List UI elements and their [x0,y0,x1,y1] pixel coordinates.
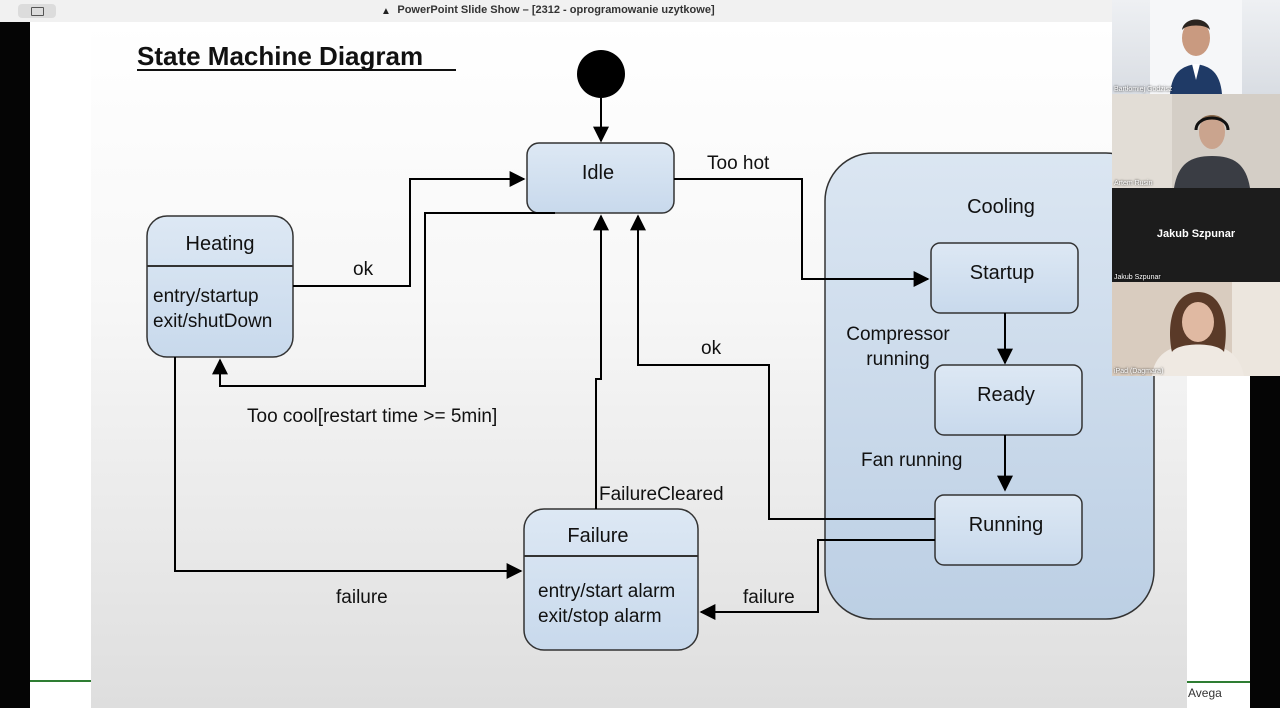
window-title: PowerPoint Slide Show – [2312 - oprogram… [397,4,715,16]
idle-label: Idle [582,162,614,184]
label-ok-cooling: ok [701,338,722,359]
footer-line [30,680,91,682]
arrow-failure-to-idle [593,214,609,509]
label-compressor-running: running [866,349,929,370]
brand-logo-text: Avega [1188,686,1222,700]
startup-state: Startup [930,242,1079,314]
participant-name: iPad (Dagmara) [1114,368,1164,375]
ready-label: Ready [977,384,1035,406]
footer-line [1187,681,1250,683]
participant-video-1[interactable]: Bartłomiej Godzisz [1112,0,1280,94]
failure-label: Failure [567,525,628,547]
running-state: Running [934,494,1083,566]
window-menu-button[interactable] [18,4,56,18]
cooling-label: Cooling [967,196,1035,218]
right-letterbox [1250,376,1280,708]
participant-avatar-icon [1150,0,1242,94]
left-letterbox [0,22,30,708]
participant-avatar-icon [1112,282,1280,376]
label-ok-heating: ok [353,259,374,280]
slide-left-margin [30,22,91,708]
arrow-running-to-failure [699,539,935,620]
mouse-cursor-icon: ▲ [381,6,391,17]
window-icon [31,7,44,16]
participant-video-4[interactable]: iPad (Dagmara) [1112,282,1280,376]
participant-avatar-icon [1112,94,1280,188]
label-too-hot: Too hot [707,153,770,174]
participant-center-name: Jakub Szpunar [1156,228,1236,240]
ready-state: Ready [934,364,1083,436]
label-too-cool: Too cool[restart time >= 5min] [247,406,497,427]
heating-label: Heating [186,233,255,255]
slide-title: State Machine Diagram [137,41,423,71]
participant-name: Jakub Szpunar [1114,274,1161,281]
label-failure-cleared: FailureCleared [599,484,724,505]
label-failure-left: failure [336,587,388,608]
participant-name: Bartłomiej Godzisz [1114,86,1173,93]
participant-video-3[interactable]: Jakub Szpunar Jakub Szpunar [1112,188,1280,282]
participant-video-2[interactable]: Artem Rusin [1112,94,1280,188]
running-label: Running [969,514,1044,536]
initial-state [577,50,625,98]
label-failure-right: failure [743,587,795,608]
heating-state: Heating entry/startup exit/shutDown [146,215,294,358]
startup-label: Startup [970,262,1034,284]
arrow-running-to-idle [630,214,935,520]
slide-right-margin [1187,376,1250,708]
arrow-heating-to-failure [174,357,523,579]
failure-state: Failure entry/start alarm exit/stop alar… [523,508,699,651]
arrow-idle-to-heating [212,212,555,387]
arrow-heating-to-idle [293,171,526,287]
arrow-idle-to-startup [674,178,930,287]
heating-exit: exit/shutDown [153,311,272,332]
failure-entry: entry/start alarm [538,581,675,602]
idle-state: Idle [526,142,675,214]
label-fan-running: Fan running [861,450,962,471]
failure-exit: exit/stop alarm [538,606,662,627]
participant-name: Artem Rusin [1114,180,1153,187]
heating-entry: entry/startup [153,286,259,307]
label-compressor: Compressor [846,324,950,345]
title-bar: PowerPoint Slide Show – [2312 - oprogram… [0,0,1112,23]
